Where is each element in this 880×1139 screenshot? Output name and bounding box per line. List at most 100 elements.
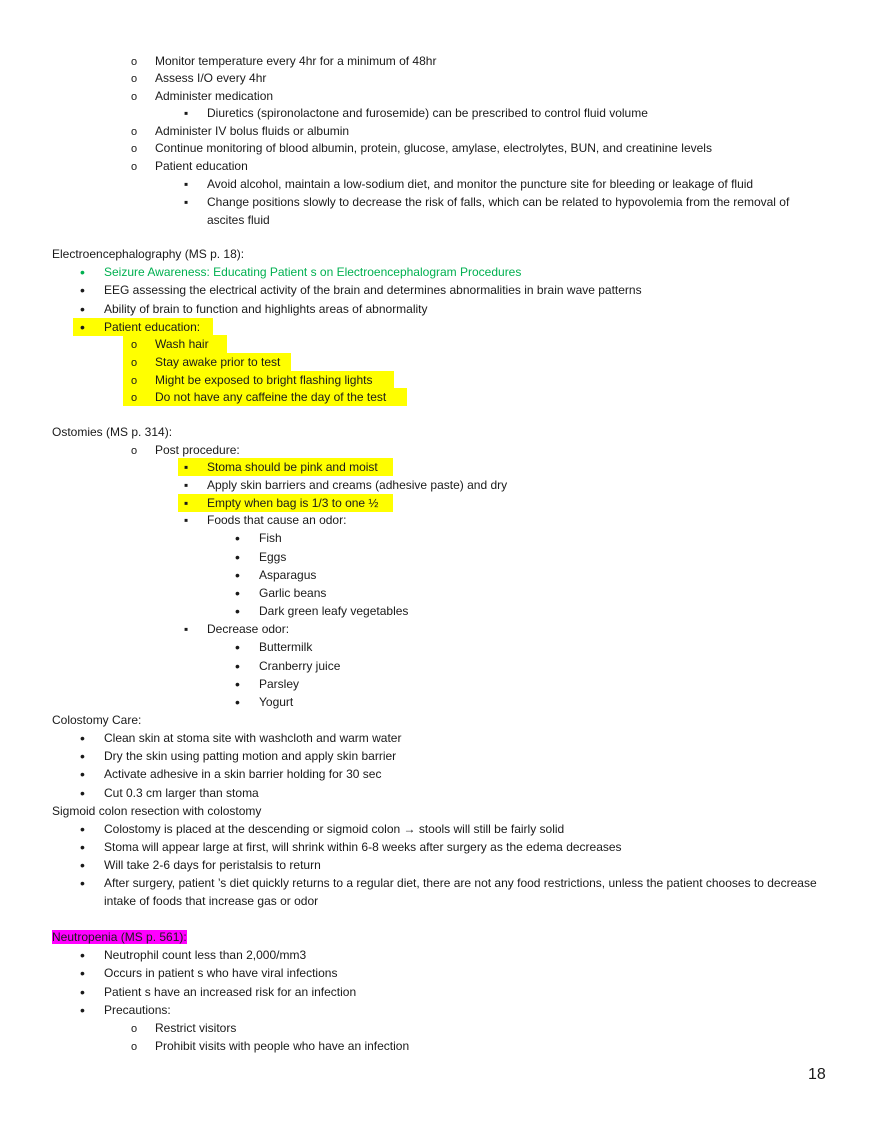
- item-text: Occurs in patient s who have viral infec…: [104, 966, 338, 980]
- square-bullet-icon: [184, 620, 188, 638]
- item-text: Clean skin at stoma site with washcloth …: [104, 731, 402, 745]
- list-item: Monitor temperature every 4hr for a mini…: [155, 52, 436, 70]
- list-item: Patient education:: [104, 318, 200, 336]
- list-item: Change positions slowly to decrease the …: [207, 193, 829, 229]
- bullet-icon: [80, 1001, 85, 1020]
- item-text: Seizure Awareness: Educating Patient s o…: [104, 265, 522, 279]
- circle-bullet-icon: [131, 69, 137, 88]
- item-text: Ability of brain to function and highlig…: [104, 302, 428, 316]
- item-text: Buttermilk: [259, 640, 313, 654]
- item-text: Dry the skin using patting motion and ap…: [104, 749, 397, 763]
- item-text: Decrease odor:: [207, 622, 290, 636]
- bullet-icon: [235, 602, 240, 621]
- item-text: Apply skin barriers and creams (adhesive…: [207, 478, 508, 492]
- bullet-icon: [80, 838, 85, 857]
- list-item: Patient education: [155, 157, 248, 175]
- list-item: Cranberry juice: [259, 657, 340, 675]
- bullet-icon: [80, 784, 85, 803]
- list-item: Might be exposed to bright flashing ligh…: [155, 371, 372, 389]
- list-item: Seizure Awareness: Educating Patient s o…: [104, 263, 521, 281]
- item-text: Patient education:: [104, 320, 201, 334]
- item-text: Diuretics (spironolactone and furosemide…: [207, 106, 648, 120]
- item-text: Parsley: [259, 677, 300, 691]
- item-text: Monitor temperature every 4hr for a mini…: [155, 54, 437, 68]
- bullet-icon: [80, 983, 85, 1002]
- section-heading-colostomy-care: Colostomy Care:: [52, 713, 142, 727]
- list-item: Fish: [259, 529, 282, 547]
- list-item: Will take 2-6 days for peristalsis to re…: [104, 856, 321, 874]
- list-item: Continue monitoring of blood albumin, pr…: [155, 139, 712, 157]
- item-text: Assess I/O every 4hr: [155, 71, 267, 85]
- bullet-icon: [80, 856, 85, 875]
- section-heading-eeg: Electroencephalography (MS p. 18):: [52, 247, 245, 261]
- item-text: Stoma will appear large at first, will s…: [104, 840, 622, 854]
- bullet-icon: [80, 946, 85, 965]
- bullet-icon: [80, 874, 85, 893]
- item-text: Stoma should be pink and moist: [207, 460, 378, 474]
- item-text: Might be exposed to bright flashing ligh…: [155, 373, 373, 387]
- bullet-icon: [80, 263, 85, 282]
- list-item: Do not have any caffeine the day of the …: [155, 388, 386, 406]
- bullet-icon: [80, 964, 85, 983]
- bullet-icon: [235, 529, 240, 548]
- list-item: Foods that cause an odor:: [207, 511, 346, 529]
- item-text: EEG assessing the electrical activity of…: [104, 283, 642, 297]
- square-bullet-icon: [184, 458, 188, 476]
- square-bullet-icon: [184, 511, 188, 529]
- list-item: Parsley: [259, 675, 299, 693]
- list-item: Neutrophil count less than 2,000/mm3: [104, 946, 306, 964]
- bullet-icon: [235, 548, 240, 567]
- item-text: Administer medication: [155, 89, 274, 103]
- list-item: Eggs: [259, 548, 286, 566]
- item-text: Patient s have an increased risk for an …: [104, 985, 357, 999]
- item-text: Do not have any caffeine the day of the …: [155, 390, 387, 404]
- bullet-icon: [80, 300, 85, 319]
- list-item: Precautions:: [104, 1001, 171, 1019]
- bullet-icon: [235, 693, 240, 712]
- item-text: Wash hair: [155, 337, 209, 351]
- list-item: Colostomy is placed at the descending or…: [104, 820, 564, 838]
- list-item: Ability of brain to function and highlig…: [104, 300, 428, 318]
- item-text: Dark green leafy vegetables: [259, 604, 409, 618]
- list-item: Stoma should be pink and moist: [207, 458, 378, 476]
- heading-text: Neutropenia (MS p. 561):: [52, 930, 187, 944]
- section-heading-neutropenia: Neutropenia (MS p. 561):: [52, 928, 187, 946]
- list-item: Avoid alcohol, maintain a low-sodium die…: [207, 175, 753, 193]
- circle-bullet-icon: [131, 1037, 137, 1056]
- list-item: Decrease odor:: [207, 620, 289, 638]
- bullet-icon: [80, 747, 85, 766]
- item-text: Neutrophil count less than 2,000/mm3: [104, 948, 307, 962]
- list-item: Stoma will appear large at first, will s…: [104, 838, 622, 856]
- bullet-icon: [235, 657, 240, 676]
- page-number: 18: [808, 1066, 826, 1083]
- square-bullet-icon: [184, 476, 188, 494]
- item-text: Asparagus: [259, 568, 317, 582]
- item-text: Post procedure:: [155, 443, 240, 457]
- list-item: Dry the skin using patting motion and ap…: [104, 747, 396, 765]
- circle-bullet-icon: [131, 87, 137, 106]
- item-text: Restrict visitors: [155, 1021, 237, 1035]
- list-item: Administer IV bolus fluids or albumin: [155, 122, 349, 140]
- circle-bullet-icon: [131, 157, 137, 176]
- list-item: Dark green leafy vegetables: [259, 602, 408, 620]
- circle-bullet-icon: [131, 441, 137, 460]
- list-item: Apply skin barriers and creams (adhesive…: [207, 476, 507, 494]
- bullet-icon: [80, 765, 85, 784]
- bullet-icon: [80, 318, 85, 337]
- item-text: Cranberry juice: [259, 659, 341, 673]
- list-item: Yogurt: [259, 693, 293, 711]
- list-item: Assess I/O every 4hr: [155, 69, 266, 87]
- item-text: Activate adhesive in a skin barrier hold…: [104, 767, 382, 781]
- circle-bullet-icon: [131, 335, 137, 354]
- item-text: Patient education: [155, 159, 248, 173]
- list-item: Buttermilk: [259, 638, 312, 656]
- list-item: Prohibit visits with people who have an …: [155, 1037, 409, 1055]
- list-item: Post procedure:: [155, 441, 240, 459]
- square-bullet-icon: [184, 193, 188, 211]
- section-heading-sigmoid: Sigmoid colon resection with colostomy: [52, 804, 262, 818]
- list-item: Stay awake prior to test: [155, 353, 280, 371]
- list-item: Asparagus: [259, 566, 316, 584]
- item-text: Will take 2-6 days for peristalsis to re…: [104, 858, 321, 872]
- bullet-icon: [235, 566, 240, 585]
- bullet-icon: [80, 820, 85, 839]
